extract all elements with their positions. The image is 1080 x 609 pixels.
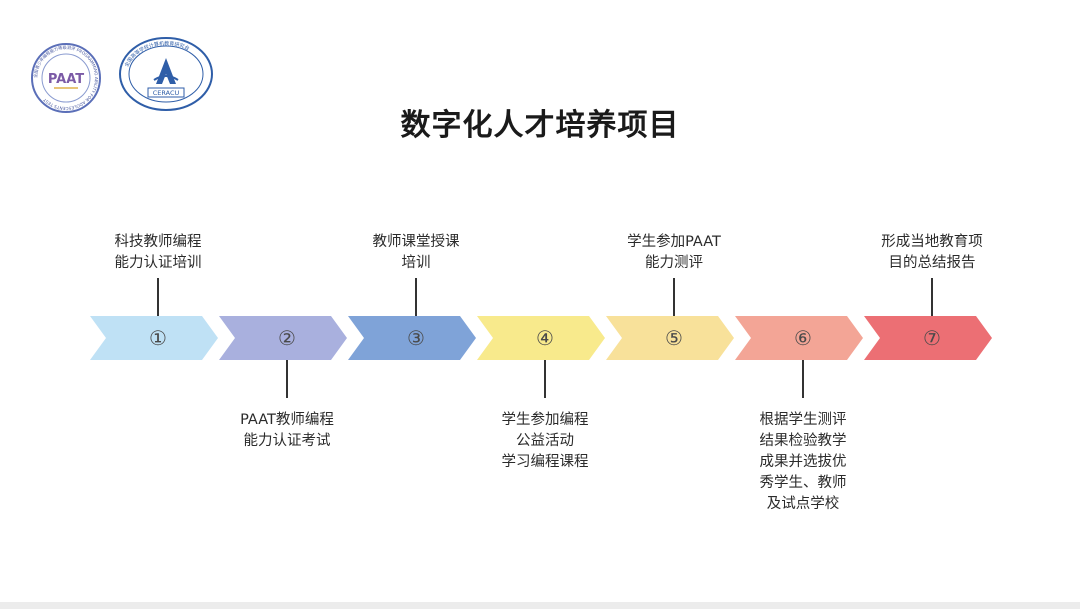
step-3-number: ③ [407, 326, 425, 350]
step-4-label: 学生参加编程 公益活动 学习编程课程 [501, 412, 589, 470]
paat-logo-text: PAAT [48, 72, 84, 87]
step-2-connector [286, 360, 288, 398]
step-6-number: ⑥ [794, 326, 812, 350]
step-6-chevron [735, 316, 863, 360]
paat-logo: 全国青少年编程能力等级测评 PROGRAMMING ABILITY FOR AD… [31, 43, 101, 113]
step-2-label: PAAT教师编程 能力认证考试 [240, 412, 334, 449]
step-6-label: 根据学生测评 结果检验教学 成果并选拔优 秀学生、教师 及试点学校 [759, 412, 847, 512]
bottom-strip [0, 602, 1080, 609]
step-2-number: ② [278, 326, 296, 350]
step-5-chevron [606, 316, 734, 360]
step-4-connector [544, 360, 546, 398]
step-7-connector [931, 278, 933, 316]
step-7-label: 形成当地教育项 目的总结报告 [881, 234, 983, 271]
step-5-label: 学生参加PAAT 能力测评 [627, 234, 721, 271]
step-7-number: ⑦ [923, 326, 941, 350]
step-3-chevron [348, 316, 476, 360]
step-4-chevron [477, 316, 605, 360]
step-3-label: 教师课堂授课 培训 [372, 234, 460, 271]
ceracu-logo: 全国高等学校计算机教育研究会 CERACU [119, 37, 213, 111]
step-2-chevron [219, 316, 347, 360]
step-4-number: ④ [536, 326, 554, 350]
step-3-connector [415, 278, 417, 316]
step-1-label: 科技教师编程 能力认证培训 [114, 234, 202, 271]
step-7-chevron [864, 316, 992, 360]
ceracu-logo-text: CERACU [153, 89, 180, 97]
step-5-connector [673, 278, 675, 316]
step-5-number: ⑤ [665, 326, 683, 350]
step-1-chevron [90, 316, 218, 360]
step-6-connector [802, 360, 804, 398]
step-1-number: ① [149, 326, 167, 350]
step-1-connector [157, 278, 159, 316]
page-title: 数字化人才培养项目 [400, 108, 680, 143]
